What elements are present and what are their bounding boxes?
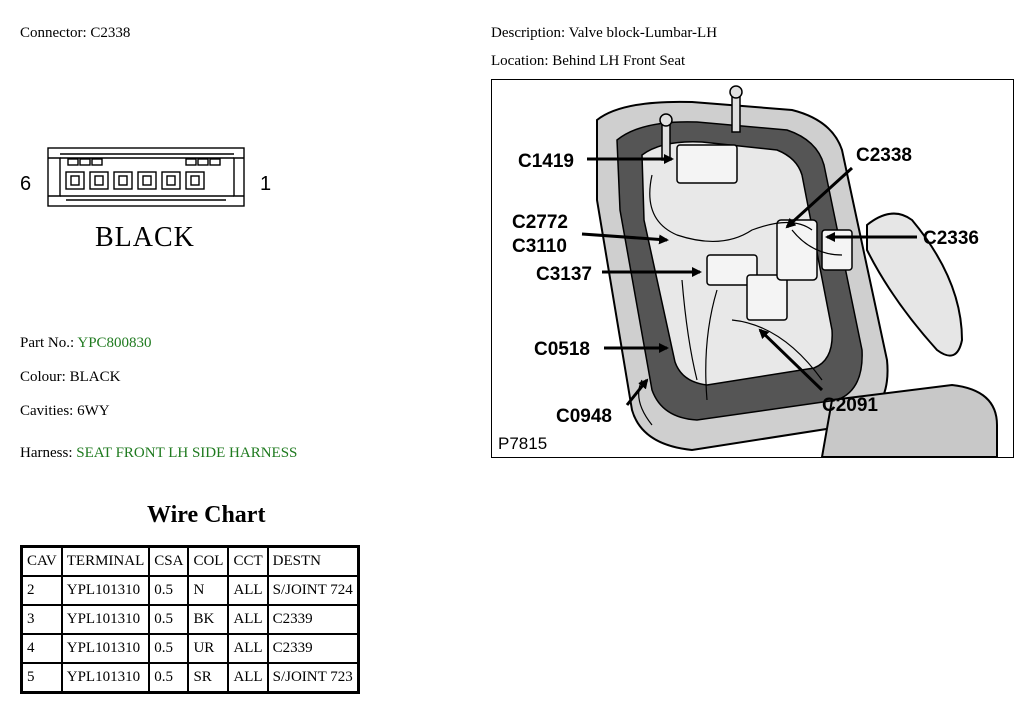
table-row: 2 YPL101310 0.5 N ALL S/JOINT 724 [20,575,360,606]
header-destn: DESTN [266,545,360,577]
wire-chart-table: CAV TERMINAL CSA COL CCT DESTN 2 YPL1013… [20,545,360,694]
cell-destn: S/JOINT 724 [266,575,360,606]
table-header-row: CAV TERMINAL CSA COL CCT DESTN [20,545,360,577]
colour-label: Colour: [20,369,66,385]
cell-cav: 4 [20,633,63,664]
connector-face-diagram [47,147,245,207]
harness-link[interactable]: SEAT FRONT LH SIDE HARNESS [76,445,298,461]
part-number-line: Part No.: YPC800830 [20,334,152,352]
cell-col: BK [187,604,230,635]
colour-value: BLACK [69,369,121,385]
connector-colour-caption: BLACK [95,222,195,253]
location-illustration: C1419 C2338 C2772 C3110 C2336 C3137 C051… [491,79,1014,458]
connector-value: C2338 [90,25,131,41]
callout-c2091: C2091 [822,395,878,416]
harness-label: Harness: [20,445,73,461]
cell-terminal: YPL101310 [60,575,151,606]
callout-c2772: C2772 [512,212,568,233]
callout-c2336: C2336 [923,228,979,249]
location-label: Location: [491,53,549,69]
part-number-link[interactable]: YPC800830 [77,335,152,351]
cell-col: SR [187,662,230,694]
cell-terminal: YPL101310 [60,604,151,635]
cavities-line: Cavities: 6WY [20,402,110,420]
callout-c1419: C1419 [518,151,574,172]
cavities-value: 6WY [77,403,110,419]
description-value: Valve block-Lumbar-LH [568,25,718,41]
harness-line: Harness: SEAT FRONT LH SIDE HARNESS [20,444,297,462]
cavities-label: Cavities: [20,403,74,419]
cell-cav: 3 [20,604,63,635]
photo-plate-number: P7815 [498,434,547,453]
description-label: Description: [491,25,566,41]
callout-c3137: C3137 [536,264,592,285]
connector-label: Connector: [20,25,87,41]
table-row: 3 YPL101310 0.5 BK ALL C2339 [20,604,360,635]
cell-destn: C2339 [266,604,360,635]
cell-cct: ALL [227,633,269,664]
connector-line: Connector: C2338 [20,24,130,42]
cell-csa: 0.5 [148,633,190,664]
cell-col: UR [187,633,230,664]
cell-destn: S/JOINT 723 [266,662,360,694]
cell-csa: 0.5 [148,604,190,635]
location-line: Location: Behind LH Front Seat [491,52,685,70]
wire-chart-title: Wire Chart [147,502,266,528]
table-row: 4 YPL101310 0.5 UR ALL C2339 [20,633,360,664]
callout-c0948: C0948 [556,406,612,427]
cell-col: N [187,575,230,606]
location-value: Behind LH Front Seat [552,53,686,69]
callout-c0518: C0518 [534,339,590,360]
cell-csa: 0.5 [148,575,190,606]
header-csa: CSA [148,545,190,577]
pin-left-number: 6 [20,173,32,195]
cell-csa: 0.5 [148,662,190,694]
table-row: 5 YPL101310 0.5 SR ALL S/JOINT 723 [20,662,360,694]
cell-destn: C2339 [266,633,360,664]
header-cct: CCT [227,545,269,577]
pin-right-number: 1 [260,173,272,195]
part-number-label: Part No.: [20,335,75,351]
seat-line-art: C1419 C2338 C2772 C3110 C2336 C3137 C051… [492,85,998,457]
cell-cav: 5 [20,662,63,694]
callout-c2338: C2338 [856,145,912,166]
header-cav: CAV [20,545,63,577]
cell-cav: 2 [20,575,63,606]
cell-terminal: YPL101310 [60,633,151,664]
colour-line: Colour: BLACK [20,368,120,386]
cell-terminal: YPL101310 [60,662,151,694]
cell-cct: ALL [227,575,269,606]
header-col: COL [187,545,230,577]
description-line: Description: Valve block-Lumbar-LH [491,24,717,42]
cell-cct: ALL [227,604,269,635]
callout-c3110: C3110 [512,236,567,257]
cell-cct: ALL [227,662,269,694]
connector-housing-outline [47,147,245,207]
header-terminal: TERMINAL [60,545,151,577]
